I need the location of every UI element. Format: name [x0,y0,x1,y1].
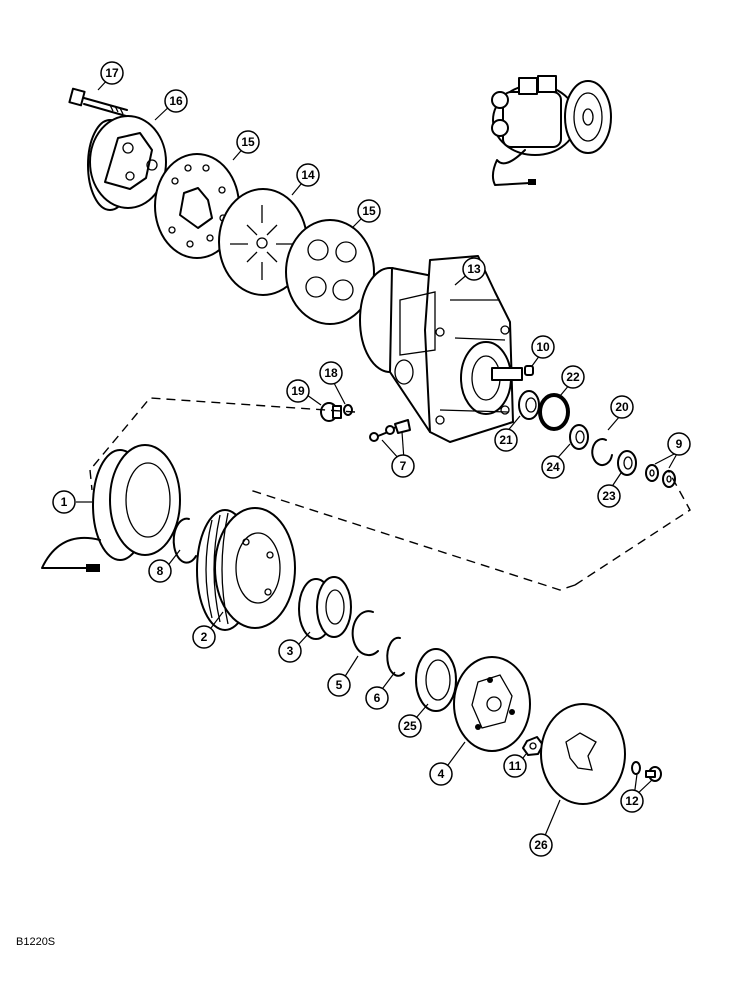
svg-text:18: 18 [324,366,338,380]
svg-text:24: 24 [546,460,560,474]
svg-text:4: 4 [438,767,445,781]
part-11-nut [522,736,544,756]
callout-19: 19 [286,379,310,403]
part-4-clutch-plate [453,656,531,752]
svg-text:8: 8 [157,564,164,578]
svg-text:9: 9 [676,437,683,451]
callout-14: 14 [296,163,320,187]
part-17-bolt [68,87,128,117]
svg-text:20: 20 [615,400,629,414]
svg-text:26: 26 [534,838,548,852]
svg-text:17: 17 [105,66,119,80]
callout-5: 5 [327,673,351,697]
callout-18: 18 [319,361,343,385]
svg-text:12: 12 [625,794,639,808]
callout-20: 20 [610,395,634,419]
svg-text:19: 19 [291,384,305,398]
callout-17: 17 [100,61,124,85]
callout-11: 11 [503,754,527,778]
callout-9: 9 [667,432,691,456]
svg-text:1: 1 [61,495,68,509]
svg-text:22: 22 [566,370,580,384]
callout-24: 24 [541,455,565,479]
part-6-snap-ring [386,636,405,677]
callout-6: 6 [365,686,389,710]
svg-text:16: 16 [169,94,183,108]
part-23-seal [617,450,637,476]
part-16-hub [87,115,167,211]
exploded-view-boundary [89,397,691,591]
inset-compressor-assembly [491,75,612,186]
part-8-snap-ring [172,517,197,564]
svg-text:13: 13 [467,262,481,276]
callout-8: 8 [148,559,172,583]
part-10-key [524,365,534,376]
part-9-shims [645,464,676,488]
callout-2: 2 [192,625,216,649]
callout-23: 23 [597,484,621,508]
svg-text:21: 21 [499,433,513,447]
part-25-shim [415,648,457,712]
part-3-bearing [298,576,352,640]
svg-text:14: 14 [301,168,315,182]
part-12-screw [631,761,662,782]
part-5-snap-ring [351,610,379,657]
callout-26: 26 [529,833,553,857]
callout-21: 21 [494,428,518,452]
callout-15-upper: 15 [236,130,260,154]
callout-25: 25 [398,714,422,738]
callout-13: 13 [462,257,486,281]
part-2-pulley [196,507,296,631]
svg-text:6: 6 [374,691,381,705]
svg-text:2: 2 [201,630,208,644]
part-21-seal [518,390,540,420]
callout-10: 10 [531,335,555,359]
part-7-screws [369,419,411,442]
callout-7: 7 [391,454,415,478]
part-22-o-ring [538,393,570,431]
svg-text:10: 10 [536,340,550,354]
callout-12: 12 [620,789,644,813]
part-24-seat [569,424,589,450]
svg-text:15: 15 [241,135,255,149]
part-15-plate-b [285,219,375,325]
svg-text:3: 3 [287,644,294,658]
part-13-compressor-body [359,255,523,443]
part-18-o-ring [343,404,353,416]
leader-lines [76,76,679,839]
callout-22: 22 [561,365,585,389]
callout-1: 1 [52,490,76,514]
figure-code: B1220S [16,936,55,948]
callout-3: 3 [278,639,302,663]
callout-4: 4 [429,762,453,786]
part-1-field-coil [41,444,181,572]
svg-text:25: 25 [403,719,417,733]
callout-16: 16 [164,89,188,113]
svg-text:5: 5 [336,678,343,692]
part-20-snap-ring [591,438,613,467]
svg-text:15: 15 [362,204,376,218]
part-26-cover [540,703,626,805]
svg-text:11: 11 [509,759,522,773]
part-19-plug [320,402,342,422]
callout-15-lower: 15 [357,199,381,223]
svg-text:23: 23 [602,489,616,503]
svg-text:7: 7 [400,459,407,473]
